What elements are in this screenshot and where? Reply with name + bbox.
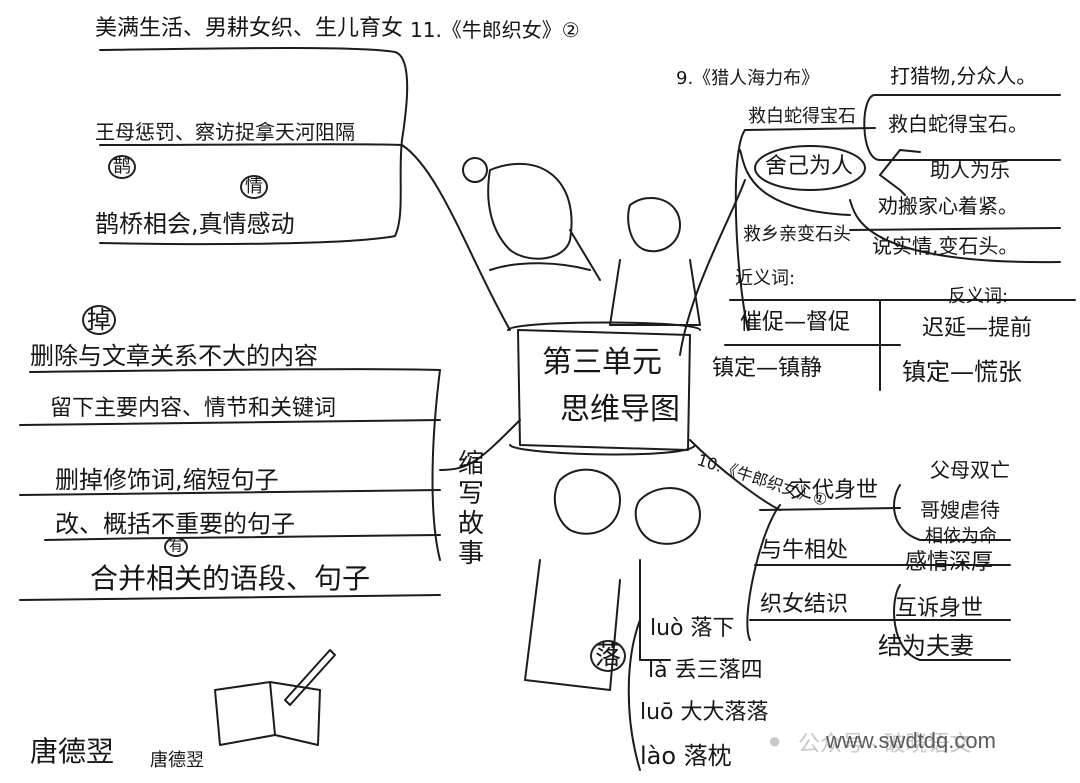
br-connector (689, 439, 781, 511)
br-branch-3: 织女结识 (760, 592, 849, 617)
bird-body (487, 162, 601, 281)
pencil (284, 649, 336, 706)
sheji-oval (754, 145, 866, 191)
top-right-item-6: 劝搬家心着紧。 (878, 194, 1018, 218)
left-line-3 (19, 489, 441, 496)
watermark-url: www.swdtdq.com (826, 728, 996, 753)
br-sub-1 (893, 484, 1011, 541)
center-line-1: 第三单元 (542, 345, 662, 380)
top-right-item-8: 说实情,变石头。 (872, 234, 1019, 258)
top-right-item-3: 救白蛇得宝石。 (888, 112, 1028, 136)
br-branch-1: 交代身世 (790, 478, 879, 503)
left-item-1: 删除与文章关系不大的内容 (30, 342, 318, 370)
top-left-title: 11.《牛郎织女》② (410, 18, 580, 42)
left-item-2: 留下主要内容、情节和关键词 (50, 396, 337, 421)
top-right-item-5: 助人为乐 (930, 158, 1010, 182)
top-right-title: 9.《猎人海力布》 (676, 68, 820, 89)
luo-char: 落 (590, 640, 627, 672)
br-leaf-3-1: 互诉身世 (895, 596, 984, 621)
luo-reading-1: luò 落下 (650, 616, 735, 641)
top-right-connector (679, 179, 746, 356)
antonym-pair-2: 镇定—慌张 (902, 358, 1022, 386)
top-right-item-4: 舍己为人 (765, 154, 854, 179)
top-right-item-7: 救乡亲变石头 (743, 224, 851, 245)
top-left-underline (99, 143, 403, 146)
br-leaf-1-3: 相依为命 (925, 526, 997, 547)
center-line-2: 思维导图 (560, 392, 680, 427)
br-sub-2 (893, 584, 1011, 661)
bird-head (462, 157, 488, 183)
perch (489, 262, 591, 271)
luo-brace (627, 619, 641, 771)
left-brace (431, 369, 441, 561)
hunter (609, 196, 701, 326)
left-line-2 (19, 419, 441, 426)
signature-scribble: 唐德翌 (150, 750, 204, 771)
top-right-brace (734, 129, 749, 331)
signature-name: 唐德翌 (30, 735, 115, 768)
br-leaf-3-2: 结为夫妻 (878, 632, 974, 660)
luo-reading-2: là 丢三落四 (648, 658, 763, 683)
left-item-5: 合并相关的语段、句子 (90, 562, 371, 595)
top-left-item-2: 王母惩罚、察访捉拿天河阻隔 (95, 120, 355, 144)
arrow-down (879, 174, 906, 196)
top-left-annotation-que: 鹊 (108, 155, 136, 179)
br-leaf-1-1: 父母双亡 (930, 458, 1010, 482)
notebook (214, 681, 321, 746)
left-line-4 (44, 534, 441, 541)
left-connector (439, 419, 521, 471)
top-left-branch (99, 47, 409, 246)
br-leaf-1-2: 哥嫂虐待 (920, 498, 1000, 522)
br-leaf-2-1: 感情深厚 (905, 550, 994, 575)
scroll-bottom-curl (509, 444, 696, 456)
top-right-item-1: 打猎物,分众人。 (890, 64, 1037, 88)
couple (524, 468, 701, 691)
arrow-up (879, 149, 921, 176)
left-branch-label: 缩写故事 (458, 449, 485, 569)
tr-line-5 (849, 199, 1061, 264)
left-annotation-you: 有 (164, 537, 188, 557)
left-item-4: 改、概括不重要的句子 (55, 510, 295, 538)
top-left-item-3: 鹊桥相会,真情感动 (95, 210, 295, 238)
left-line-5 (19, 594, 441, 601)
wechat-icon: ● (768, 728, 782, 753)
synonym-pair-2: 镇定—镇静 (712, 356, 823, 381)
synonyms-label: 近义词: (735, 268, 796, 289)
tr-line-6 (849, 227, 1061, 231)
watermark-text: 公众号 · 破晓语文 (798, 731, 972, 756)
synonym-pair-1: 催促—督促 (740, 310, 851, 335)
br-brace (746, 504, 781, 641)
luo-reading-3: luō 大大落落 (640, 700, 769, 725)
antonyms-label: 反义词: (948, 286, 1009, 307)
left-line-1 (29, 368, 441, 373)
tr-line-2 (863, 94, 1061, 161)
br-line-1 (759, 507, 901, 511)
antonym-pair-1: 迟延—提前 (922, 316, 1033, 341)
br-branch-2: 与牛相处 (760, 538, 849, 563)
top-right-item-2: 救白蛇得宝石 (748, 106, 856, 127)
scroll-top-curl (507, 321, 701, 331)
top-left-annotation-qing: 情 (240, 175, 268, 199)
left-item-3: 删掉修饰词,缩短句子 (55, 466, 279, 494)
tr-line-4 (739, 149, 851, 216)
top-left-connector (401, 144, 511, 331)
luo-reading-4: lào 落枕 (640, 742, 732, 770)
tr-line-1 (744, 127, 876, 131)
left-annotation-zhuo: 掉 (82, 305, 116, 335)
top-left-item-1: 美满生活、男耕女织、生儿育女 (95, 16, 404, 41)
